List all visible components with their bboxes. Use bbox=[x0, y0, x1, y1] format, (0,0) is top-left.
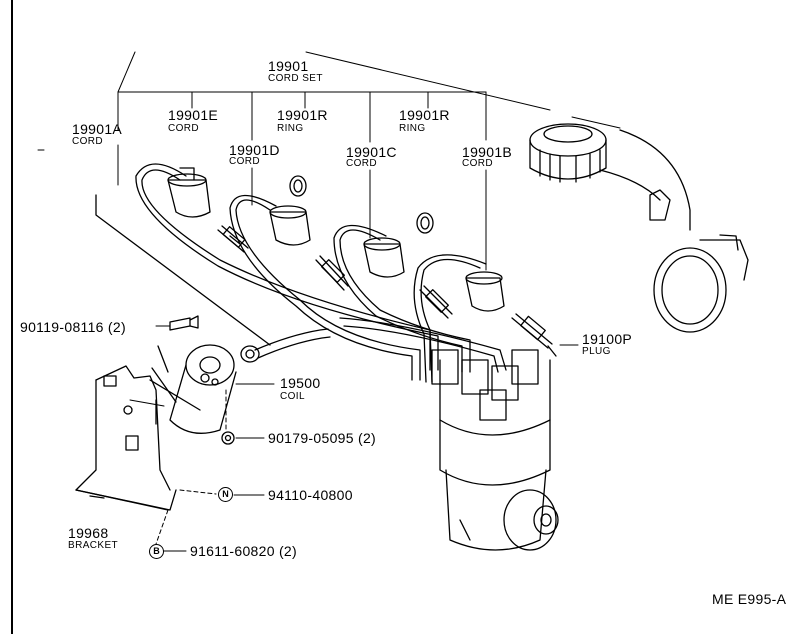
cord-d-number: 19901D bbox=[229, 142, 280, 158]
bolt-b-marker: B bbox=[149, 544, 164, 559]
cord-e-name: CORD bbox=[168, 123, 200, 134]
cord-set-name: CORD SET bbox=[268, 73, 323, 84]
leader-lines bbox=[129, 325, 579, 552]
cord-c-number: 19901C bbox=[346, 144, 397, 160]
cord-b-name: CORD bbox=[462, 158, 494, 169]
cord-b-number: 19901B bbox=[462, 144, 513, 160]
bracket-number: 19968 bbox=[68, 525, 109, 541]
bolt-number: 90119-08116 (2) bbox=[20, 319, 126, 335]
bolt-hardware bbox=[157, 315, 235, 445]
plug-boots bbox=[167, 167, 505, 312]
oil-filler-cap bbox=[529, 123, 607, 183]
spark-plug-cords bbox=[135, 163, 507, 383]
ignition-coil bbox=[149, 344, 237, 434]
distributor bbox=[431, 349, 559, 551]
rear-housing bbox=[599, 129, 749, 333]
bracket-name: BRACKET bbox=[68, 540, 119, 551]
cord-a-number: 19901A bbox=[72, 121, 123, 137]
ring-1-name: RING bbox=[277, 123, 304, 134]
coil-name: COIL bbox=[280, 391, 305, 402]
nut-n-number: 94110-40800 bbox=[268, 487, 353, 503]
plug-name: PLUG bbox=[582, 346, 611, 357]
cord-a-name: CORD bbox=[72, 136, 104, 147]
cord-a-path bbox=[95, 194, 331, 363]
cord-set-number: 19901 bbox=[268, 58, 309, 74]
drawing-code: ME E995-A bbox=[712, 591, 787, 607]
bracket bbox=[75, 365, 177, 511]
ring-2-name: RING bbox=[399, 123, 426, 134]
ring-1-number: 19901R bbox=[277, 107, 328, 123]
bolt-b-number: 91611-60820 (2) bbox=[190, 543, 297, 559]
spark-plugs bbox=[217, 225, 557, 357]
cord-c-name: CORD bbox=[346, 158, 378, 169]
plug-number: 19100P bbox=[582, 331, 633, 347]
coil-nut-number: 90179-05095 (2) bbox=[268, 430, 377, 446]
cord-set-leader bbox=[37, 51, 621, 271]
cord-d-name: CORD bbox=[229, 156, 261, 167]
rings bbox=[289, 175, 434, 234]
coil-number: 19500 bbox=[280, 375, 321, 391]
nut-n-marker: N bbox=[218, 487, 233, 502]
cord-e-number: 19901E bbox=[168, 107, 219, 123]
ring-2-number: 19901R bbox=[399, 107, 450, 123]
